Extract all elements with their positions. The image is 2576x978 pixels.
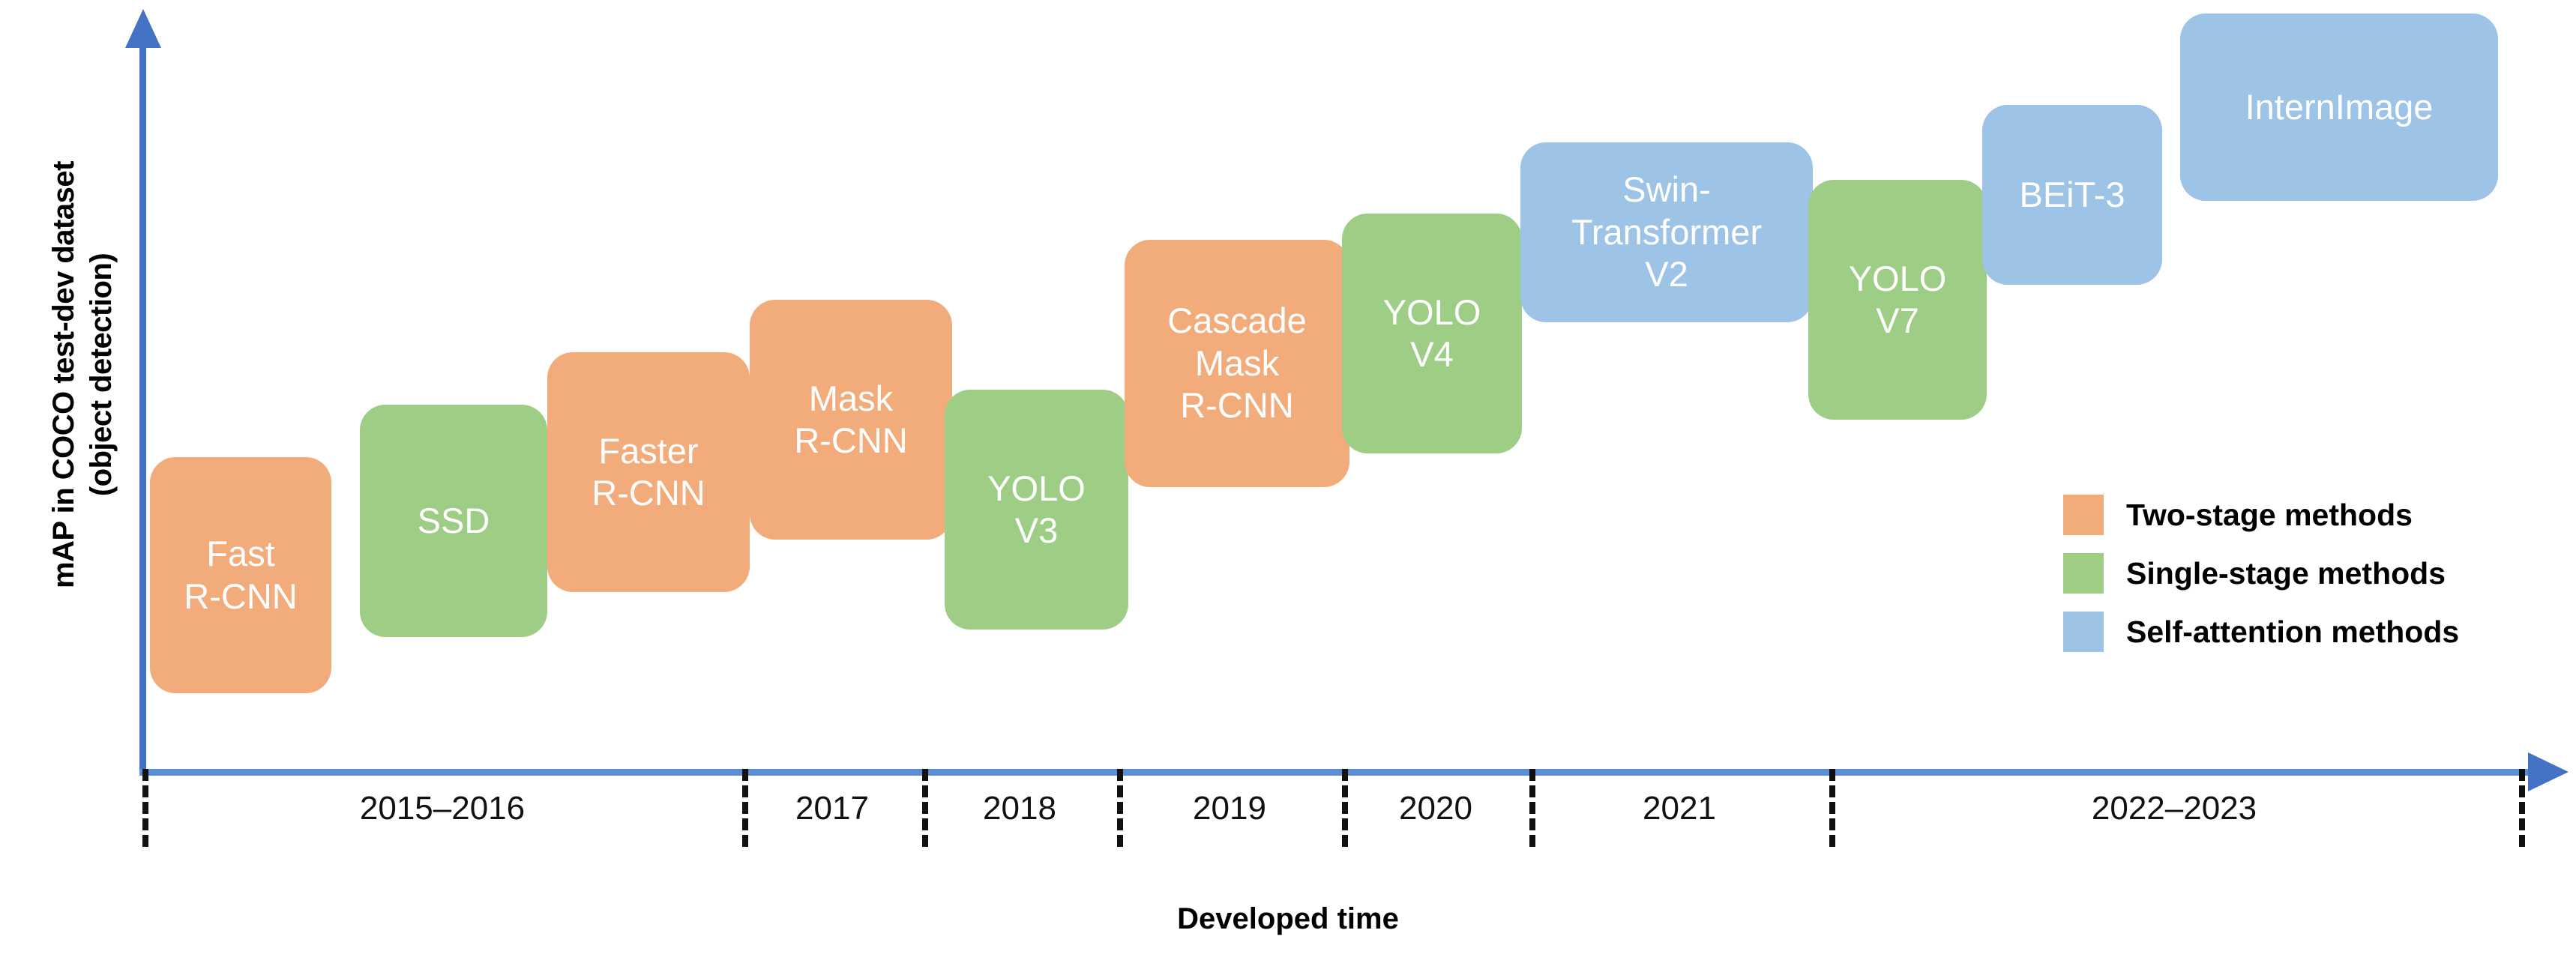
y-axis-line bbox=[139, 45, 146, 773]
y-axis-title: mAP in COCO test-dev dataset (object det… bbox=[45, 67, 120, 682]
x-axis-tick-label: 2020 bbox=[1399, 790, 1472, 827]
legend-item[interactable]: Self-attention methods bbox=[2063, 603, 2459, 661]
method-box-label: BEiT-3 bbox=[2019, 174, 2125, 214]
legend-item[interactable]: Two-stage methods bbox=[2063, 486, 2459, 544]
legend-label: Two-stage methods bbox=[2126, 497, 2413, 532]
y-axis-arrow-icon bbox=[125, 9, 161, 48]
x-axis-tick-7 bbox=[2519, 769, 2525, 847]
x-axis-tick-label: 2019 bbox=[1193, 790, 1266, 827]
method-box-label: InternImage bbox=[2245, 86, 2434, 127]
x-axis-tick-6 bbox=[1829, 769, 1835, 847]
x-axis-tick-label: 2017 bbox=[795, 790, 869, 827]
legend-swatch-single_stage bbox=[2063, 553, 2104, 594]
x-axis-tick-label: 2015–2016 bbox=[359, 790, 526, 827]
x-axis-tick-1 bbox=[742, 769, 748, 847]
y-axis-title-line-1: mAP in COCO test-dev dataset bbox=[47, 161, 80, 588]
legend-swatch-self_attention bbox=[2063, 612, 2104, 652]
x-axis-tick-3 bbox=[1117, 769, 1123, 847]
x-axis-tick-5 bbox=[1529, 769, 1535, 847]
method-box[interactable]: BEiT-3 bbox=[1982, 105, 2162, 285]
x-axis-tick-2 bbox=[922, 769, 928, 847]
x-axis-tick-label: 2018 bbox=[983, 790, 1056, 827]
method-box[interactable]: SSD bbox=[360, 405, 547, 637]
x-axis-arrow-icon bbox=[2528, 752, 2569, 791]
legend-label: Single-stage methods bbox=[2126, 555, 2446, 591]
y-axis-title-line-2: (object detection) bbox=[85, 253, 118, 497]
legend-item[interactable]: Single-stage methods bbox=[2063, 544, 2459, 603]
legend-label: Self-attention methods bbox=[2126, 614, 2460, 649]
x-axis-tick-4 bbox=[1342, 769, 1348, 847]
legend-swatch-two_stage bbox=[2063, 495, 2104, 535]
x-axis-tick-label: 2022–2023 bbox=[2091, 790, 2257, 827]
x-axis-tick-0 bbox=[142, 769, 148, 847]
method-box-label: SSD bbox=[417, 500, 490, 540]
method-box[interactable]: InternImage bbox=[2180, 13, 2498, 201]
x-axis-tick-label: 2021 bbox=[1643, 790, 1716, 827]
x-axis-title: Developed time bbox=[1177, 902, 1399, 935]
x-axis-line bbox=[139, 769, 2531, 776]
